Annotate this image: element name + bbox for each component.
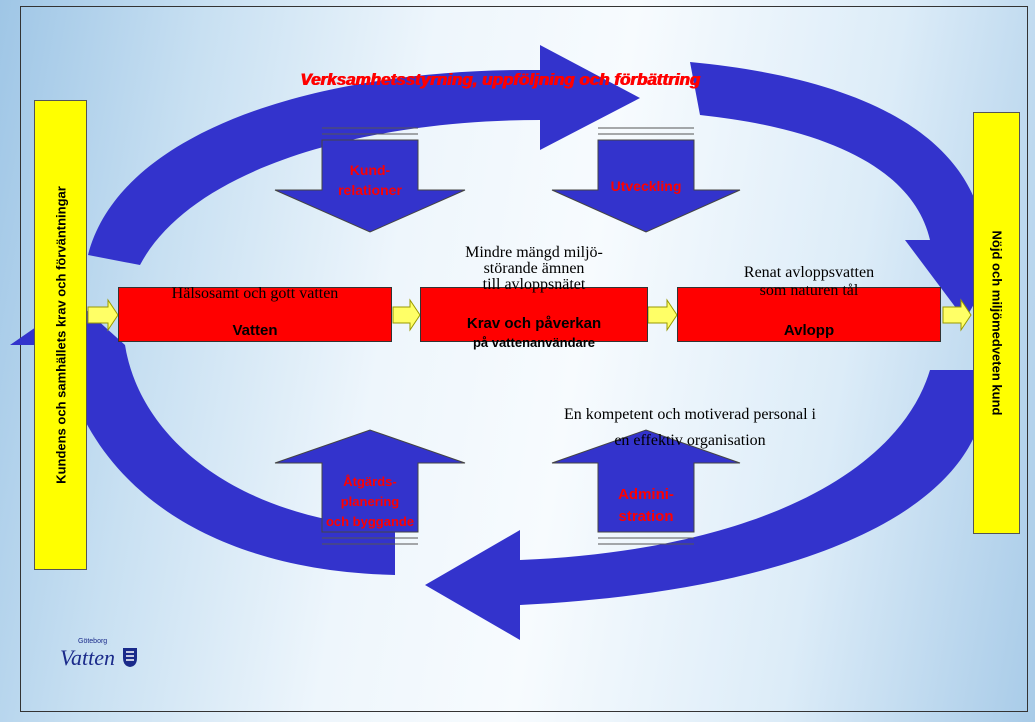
- caption-avlopp-line2: som naturen tål: [759, 282, 859, 299]
- slide-frame: [20, 6, 1028, 712]
- connector-arrow-3-icon: [647, 298, 678, 332]
- process-box-krav: [420, 287, 648, 342]
- caption-krav: Mindre mängd miljö- störande ämnen till …: [420, 245, 648, 293]
- cycle-arrow-top-icon: [88, 45, 640, 265]
- cycle-arrow-left-icon: [10, 300, 395, 575]
- connector-arrow-2-icon: [392, 298, 421, 332]
- caption-avlopp: Renat avloppsvatten som naturen tål: [677, 264, 941, 300]
- staff-line1: En kompetent och motiverad personal i: [564, 406, 816, 423]
- label-kundrelationer: Kund- relationer: [322, 160, 418, 200]
- label-atgard-line2: planering: [340, 494, 400, 509]
- logo-text: Vatten: [60, 645, 115, 670]
- caption-krav-line2: störande ämnen: [483, 260, 585, 277]
- up-block-arrow-right-icon: [551, 429, 741, 533]
- connector-arrow-1-icon: [87, 298, 119, 332]
- cycle-arrow-bottom-icon: [425, 370, 986, 640]
- label-kundrelationer-line2: relationer: [338, 182, 402, 198]
- left-side-box: Kundens och samhällets krav och förväntn…: [34, 100, 87, 570]
- up-block-arrow-left-icon: [274, 429, 466, 533]
- cycle-arrow-right-icon: [690, 62, 1010, 320]
- label-atgard-line3: och byggande: [325, 514, 415, 529]
- logo: Göteborg Vatten: [60, 638, 139, 671]
- title-krav: Krav och påverkan: [466, 315, 602, 332]
- down-block-arrow-right-icon: [551, 139, 741, 233]
- left-side-text: Kundens och samhällets krav och förväntn…: [53, 186, 68, 484]
- top-heading: Verksamhetsstyrning, uppföljning och för…: [300, 70, 700, 89]
- caption-vatten: Hälsosamt och gott vatten: [171, 285, 339, 302]
- title-krav-line2: på vattenanvändare: [472, 335, 596, 350]
- caption-avlopp-line1: Renat avloppsvatten: [743, 264, 875, 281]
- right-side-text: Nöjd och miljömedveten kund: [989, 230, 1004, 416]
- down-block-arrow-left-icon: [274, 139, 466, 233]
- label-admin-line2: stration: [618, 508, 674, 525]
- crest-icon: [122, 648, 137, 667]
- process-box-vatten: [118, 287, 392, 342]
- title-avlopp: Avlopp: [783, 322, 835, 339]
- connector-arrow-4-icon: [942, 298, 972, 332]
- label-administration: Admini- stration: [598, 484, 694, 528]
- label-kundrelationer-line1: Kund-: [349, 162, 391, 178]
- label-utveckling: Utveckling: [610, 178, 682, 194]
- caption-krav-line1: Mindre mängd miljö-: [465, 244, 603, 261]
- label-atgard-line1: Åtgärds-: [343, 474, 397, 489]
- staff-statement: En kompetent och motiverad personal i en…: [480, 402, 900, 454]
- label-atgardsplanering: Åtgärds- planering och byggande: [305, 472, 435, 532]
- right-side-box: Nöjd och miljömedveten kund: [973, 112, 1020, 534]
- caption-krav-line3: till avloppsnätet: [482, 276, 586, 293]
- title-vatten: Vatten: [232, 322, 278, 339]
- staff-line2: en effektiv organisation: [614, 432, 766, 449]
- logo-small-text: Göteborg: [78, 638, 108, 645]
- process-box-avlopp: [677, 287, 941, 342]
- label-admin-line1: Admini-: [618, 486, 674, 503]
